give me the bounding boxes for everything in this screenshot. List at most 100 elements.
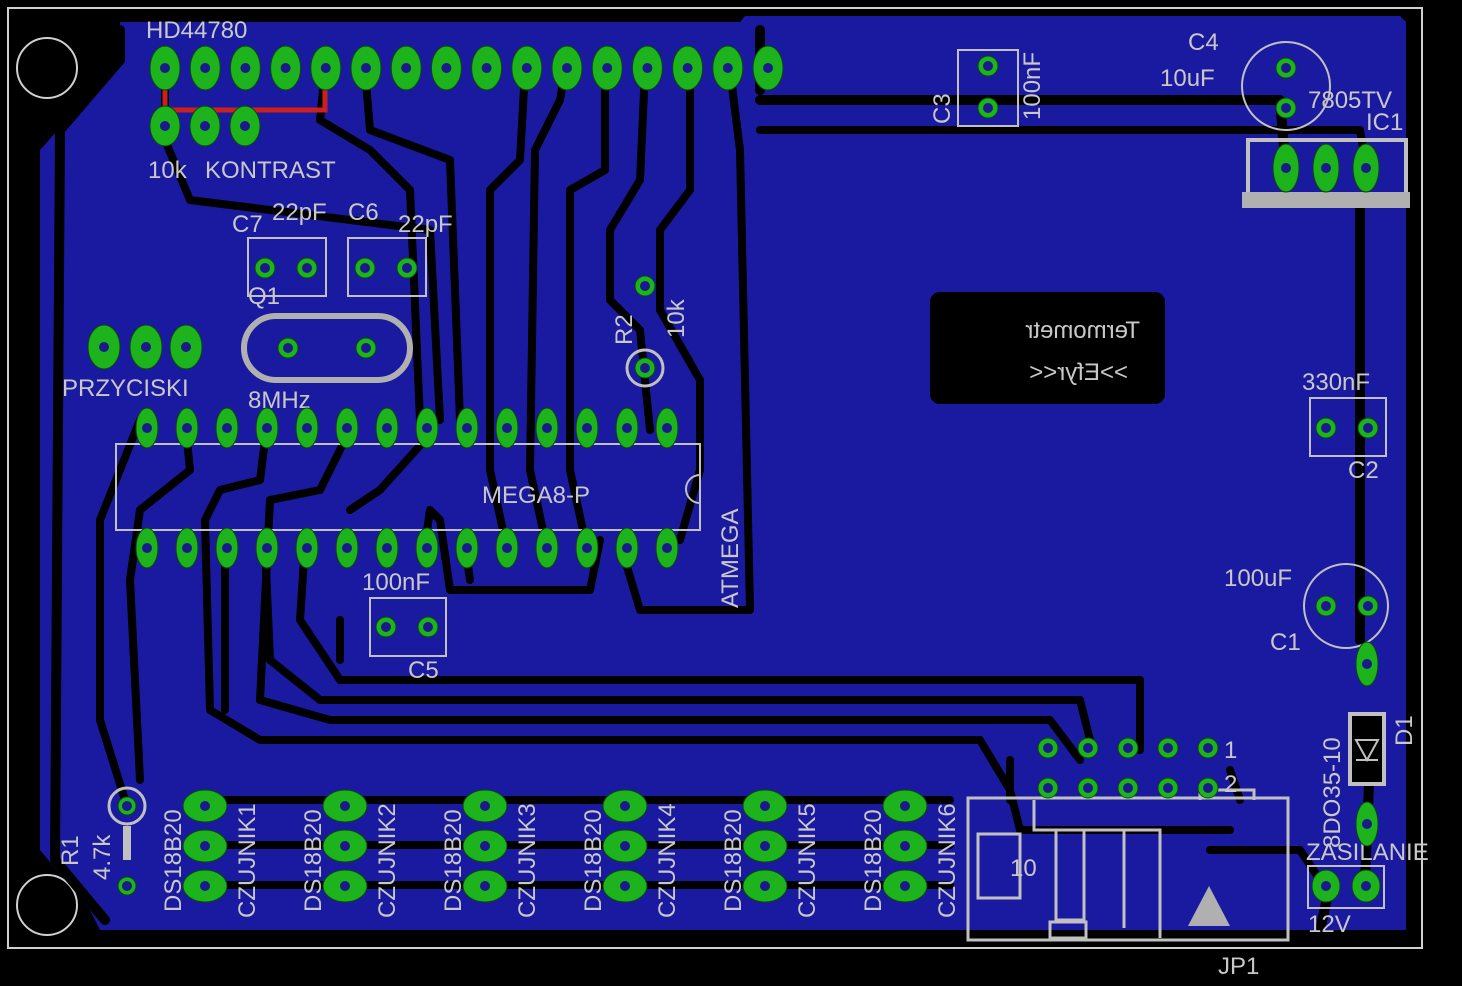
- jp1-pad: [1157, 777, 1179, 799]
- lcd-pin-pad: [350, 45, 382, 91]
- mounting-hole-top-left: [16, 37, 78, 99]
- sensor-pad: [602, 869, 648, 903]
- sensor-pad: [182, 829, 228, 863]
- lcd-pin-pad: [551, 45, 583, 91]
- mcu-pin-pad: [295, 527, 319, 569]
- jp1-pad: [1037, 737, 1059, 759]
- sensor-type-label: DS18B20: [720, 809, 747, 912]
- sensor-pad: [462, 869, 508, 903]
- mcu-pin-pad: [415, 407, 439, 449]
- r2-label: R2: [611, 314, 638, 345]
- jp1-pad: [1077, 777, 1099, 799]
- regulator-tab: [1242, 192, 1410, 208]
- lcd-label: HD44780: [146, 17, 247, 44]
- r1-body: [123, 826, 131, 860]
- lcd-pin-pad: [149, 45, 181, 91]
- c1-value: 100uF: [1224, 565, 1292, 592]
- q1-label: Q1: [248, 283, 280, 310]
- c1-label: C1: [1270, 629, 1301, 656]
- jp1-pad: [1197, 777, 1219, 799]
- c3-label: C3: [929, 93, 956, 124]
- r1-ring: [107, 786, 147, 826]
- sensor-pad: [602, 829, 648, 863]
- c2-outline: [1309, 397, 1387, 457]
- title-line2: >>Efyr<<: [1029, 359, 1128, 386]
- title-box: [930, 292, 1165, 404]
- c5-pad: [417, 616, 439, 638]
- mcu-pin-pad: [335, 407, 359, 449]
- sensor-pad: [882, 789, 928, 823]
- d1-label: D1: [1391, 715, 1418, 746]
- c2-pad: [1357, 417, 1379, 439]
- lcd-pin-pad: [631, 45, 663, 91]
- r1-pad: [117, 796, 137, 816]
- sensor-pad: [322, 869, 368, 903]
- capacitor-pad: [296, 257, 318, 279]
- r2-pad: [634, 357, 656, 379]
- c5-value: 100nF: [362, 569, 430, 596]
- button-header-pad: [87, 324, 121, 370]
- capacitor-pad: [396, 257, 418, 279]
- sensor-pad: [742, 789, 788, 823]
- jp1-key-triangle: [1188, 886, 1230, 926]
- sensor-type-label: DS18B20: [300, 809, 327, 912]
- button-header-pad: [129, 324, 163, 370]
- c6-outline: [347, 237, 427, 297]
- sensor-pad: [462, 829, 508, 863]
- contrast-pot-pad: [229, 105, 261, 147]
- lcd-pin-pad: [390, 45, 422, 91]
- lcd-pin-pad: [712, 45, 744, 91]
- mcu-notch: [685, 474, 701, 504]
- sensor-pad: [182, 789, 228, 823]
- mcu-pin-pad: [415, 527, 439, 569]
- jp1-pin1-label: 1: [1224, 737, 1237, 764]
- button-header-pad: [169, 324, 203, 370]
- lcd-pin-pad: [672, 45, 704, 91]
- contrast-label: KONTRAST: [205, 157, 336, 184]
- jp1-pin2-label: 2: [1224, 771, 1237, 798]
- mcu-pin-pad: [255, 527, 279, 569]
- board-outline: [7, 7, 1423, 949]
- d1-outline: [1348, 712, 1386, 786]
- mcu-pin-pad: [375, 407, 399, 449]
- lcd-pin-pad: [591, 45, 623, 91]
- c2-value: 330nF: [1302, 369, 1370, 396]
- c4-value: 10uF: [1160, 65, 1215, 92]
- sensor-pad: [882, 869, 928, 903]
- c2-label: C2: [1348, 457, 1379, 484]
- c4-outline: [1241, 41, 1331, 131]
- lcd-pin-pad: [430, 45, 462, 91]
- mcu-label: MEGA8-P: [482, 482, 590, 509]
- mcu-outline: [115, 443, 701, 531]
- pads-layer: [87, 45, 1381, 903]
- title-line1: Termometr: [1025, 317, 1140, 344]
- r2-value: 10k: [663, 298, 690, 338]
- lcd-pin-pad: [229, 45, 261, 91]
- c6-label: C6: [348, 199, 379, 226]
- crystal-pad: [277, 337, 299, 359]
- mcu-pin-pad: [655, 407, 679, 449]
- mounting-hole-bottom-left: [16, 874, 78, 936]
- mcu-pin-pad: [135, 527, 159, 569]
- c3-value: 100nF: [1019, 52, 1046, 120]
- sensor-pad: [322, 829, 368, 863]
- capacitor-pad: [354, 257, 376, 279]
- r2-ring: [625, 348, 665, 388]
- contrast-pot-pad: [149, 105, 181, 147]
- sensor-name-label: CZUJNIK1: [234, 803, 261, 918]
- capacitor-pad: [254, 257, 276, 279]
- c1-pad: [1315, 595, 1337, 617]
- mcu-pin-pad: [455, 407, 479, 449]
- c1-pad: [1357, 595, 1379, 617]
- c1-outline: [1303, 563, 1389, 649]
- lcd-pin-pad: [189, 45, 221, 91]
- lcd-pin-pad: [471, 45, 503, 91]
- mcu-pin-pad: [215, 527, 239, 569]
- sensor-pad: [462, 789, 508, 823]
- mcu-pin-pad: [615, 407, 639, 449]
- contrast-pot-pad: [189, 105, 221, 147]
- c4-label: C4: [1188, 29, 1219, 56]
- mcu-pin-pad: [175, 527, 199, 569]
- d1-symbol: [1354, 739, 1380, 763]
